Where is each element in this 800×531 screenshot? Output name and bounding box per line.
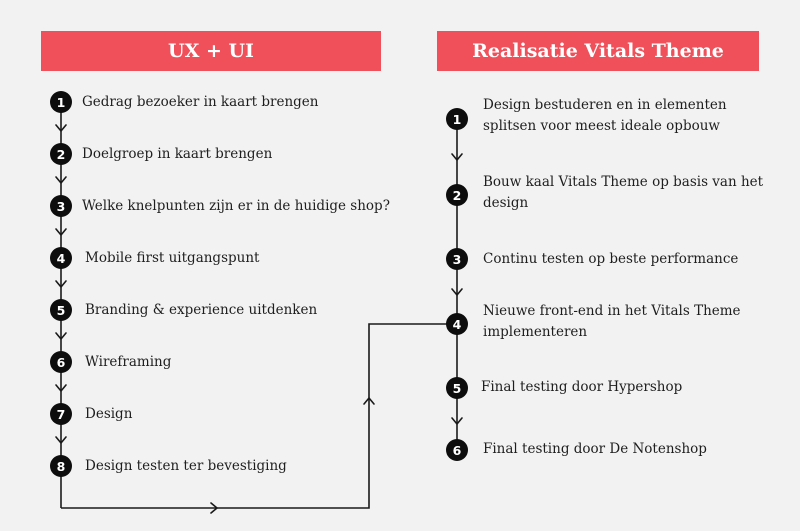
step-badge: 2: [446, 184, 468, 206]
step-badge: 3: [446, 248, 468, 270]
step-label: Final testing door De Notenshop: [483, 441, 707, 457]
step-badge: 5: [50, 299, 72, 321]
step-label-line2: splitsen voor meest ideale opbouw: [483, 118, 720, 134]
step-label: Gedrag bezoeker in kaart brengen: [82, 94, 319, 110]
arrow-down-icon: [55, 332, 67, 340]
arrow-down-icon: [55, 124, 67, 132]
step-badge: 7: [50, 403, 72, 425]
step-badge: 1: [446, 108, 468, 130]
step-label: Final testing door Hypershop: [481, 379, 683, 395]
step-badge: 4: [50, 247, 72, 269]
arrow-down-icon: [451, 417, 463, 425]
arrow-down-icon: [55, 176, 67, 184]
step-label-line1: Design bestuderen en in elementen: [483, 97, 727, 113]
step-label: Branding & experience uitdenken: [85, 302, 318, 318]
step-badge: 8: [50, 455, 72, 477]
step-badge: 6: [446, 439, 468, 461]
step-label: Design testen ter bevestiging: [85, 458, 287, 474]
left-column-header: UX + UI: [41, 31, 381, 71]
step-badge: 3: [50, 195, 72, 217]
step-badge: 1: [50, 91, 72, 113]
arrow-down-icon: [451, 153, 463, 161]
arrow-right-icon: [210, 502, 218, 514]
step-badge: 4: [446, 313, 468, 335]
step-label: Wireframing: [85, 354, 172, 370]
step-label-line1: Nieuwe front-end in het Vitals Theme: [483, 303, 741, 319]
step-label-line2: implementeren: [483, 324, 588, 340]
step-badge: 2: [50, 143, 72, 165]
arrow-down-icon: [55, 436, 67, 444]
step-label: Doelgroep in kaart brengen: [82, 146, 273, 162]
arrow-up-icon: [363, 397, 375, 405]
step-label: Design: [85, 406, 133, 422]
step-label: Mobile first uitgangspunt: [85, 250, 260, 266]
step-label: Welke knelpunten zijn er in de huidige s…: [82, 198, 390, 214]
arrow-down-icon: [451, 288, 463, 296]
column-connector-line: [61, 323, 457, 509]
arrow-down-icon: [55, 280, 67, 288]
step-label-line1: Bouw kaal Vitals Theme op basis van het: [483, 174, 764, 190]
step-badge: 6: [50, 351, 72, 373]
step-label: Continu testen op beste performance: [483, 251, 739, 267]
arrow-down-icon: [55, 384, 67, 392]
step-badge: 5: [446, 377, 468, 399]
arrow-down-icon: [55, 228, 67, 236]
step-label-line2: design: [483, 195, 529, 211]
right-column-header: Realisatie Vitals Theme: [437, 31, 759, 71]
